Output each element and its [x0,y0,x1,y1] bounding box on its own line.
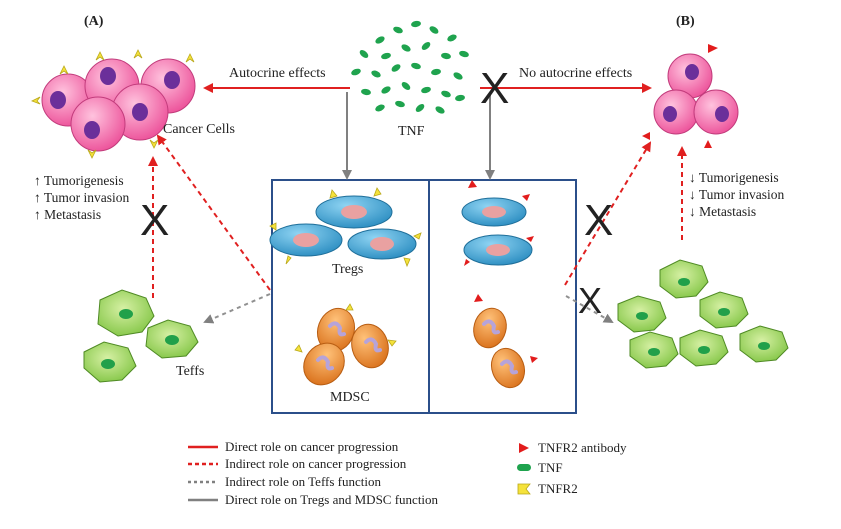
legend-symbol-icons [517,443,531,495]
tregs-label: Tregs [332,262,364,277]
tnf-label: TNF [398,124,425,139]
indirect-to-teffs-left [203,293,271,324]
antibodies-mdsc-right [474,294,538,363]
indirect-to-cancer-left [156,134,271,291]
teff-nuclei-left [101,309,179,369]
right-effect-item: ↓ Metastasis [689,204,757,219]
yellow-receptor-icon [517,483,531,495]
red-triangle-icon [519,443,529,453]
cancer-nuclei-right [663,64,729,122]
left-effect-item: ↑ Tumor invasion [34,190,130,205]
right-effect-item: ↓ Tumor invasion [689,187,785,202]
legend-direct-tregs-mdsc: Direct role on Tregs and MDSC function [225,492,439,507]
left-effect-item: ↑ Metastasis [34,207,102,222]
tnfr2-receptors-tregs-left [269,187,422,268]
cancer-cells-label: Cancer Cells [163,122,235,137]
treg-nuclei-right [482,206,510,256]
cancer-nuclei-left [50,67,180,139]
blocked-x-teffs-right: X [578,280,603,321]
tnf-cluster [351,20,469,114]
right-effects-list: ↓ Tumorigenesis ↓ Tumor invasion ↓ Metas… [689,169,784,220]
legend-indirect-teffs: Indirect role on Teffs function [225,474,382,489]
tregs-mdsc-box-right [428,179,577,414]
treg-nuclei-left [293,205,394,251]
legend-tnfr2-antibody: TNFR2 antibody [538,440,627,455]
legend-tnf: TNF [538,460,563,475]
blocked-x-autocrine: X [480,64,510,113]
legend-tnfr2: TNFR2 [538,481,578,496]
no-autocrine-label: No autocrine effects [519,66,633,81]
autocrine-label: Autocrine effects [229,66,326,81]
tnfr2-receptors-mdsc-left [294,303,397,353]
legend-direct-cancer: Direct role on cancer progression [225,439,399,454]
legend-indirect-cancer: Indirect role on cancer progression [225,456,407,471]
left-effect-item: ↑ Tumorigenesis [34,173,124,188]
indirect-to-teffs-right [565,295,614,323]
mdsc-nuclei-right [482,319,518,375]
mdsc-right [473,307,526,389]
teff-nuclei-right [636,278,770,356]
blocked-x-cancer-right: X [584,196,614,245]
mdsc-nuclei-left [316,321,382,371]
legend-line-samples [188,445,218,502]
panel-label-b: (B) [676,14,695,29]
tnfr2-receptors-cancer-left [31,49,195,159]
mdsc-left [303,307,389,386]
blocked-x-teffs-left: X [140,196,170,245]
panel-label-a: (A) [84,14,104,29]
green-pill-icon [517,464,531,471]
right-effect-item: ↓ Tumorigenesis [689,170,779,185]
tregs-left [269,195,417,260]
teffs-label: Teffs [176,364,205,379]
teffs-left [83,289,199,383]
antibodies-tregs-right [464,180,534,266]
indirect-to-cancer-right [564,141,652,286]
left-effects-list: ↑ Tumorigenesis ↑ Tumor invasion ↑ Metas… [34,172,129,223]
mdsc-label: MDSC [330,390,370,405]
antibodies-cancer-right [642,44,718,148]
